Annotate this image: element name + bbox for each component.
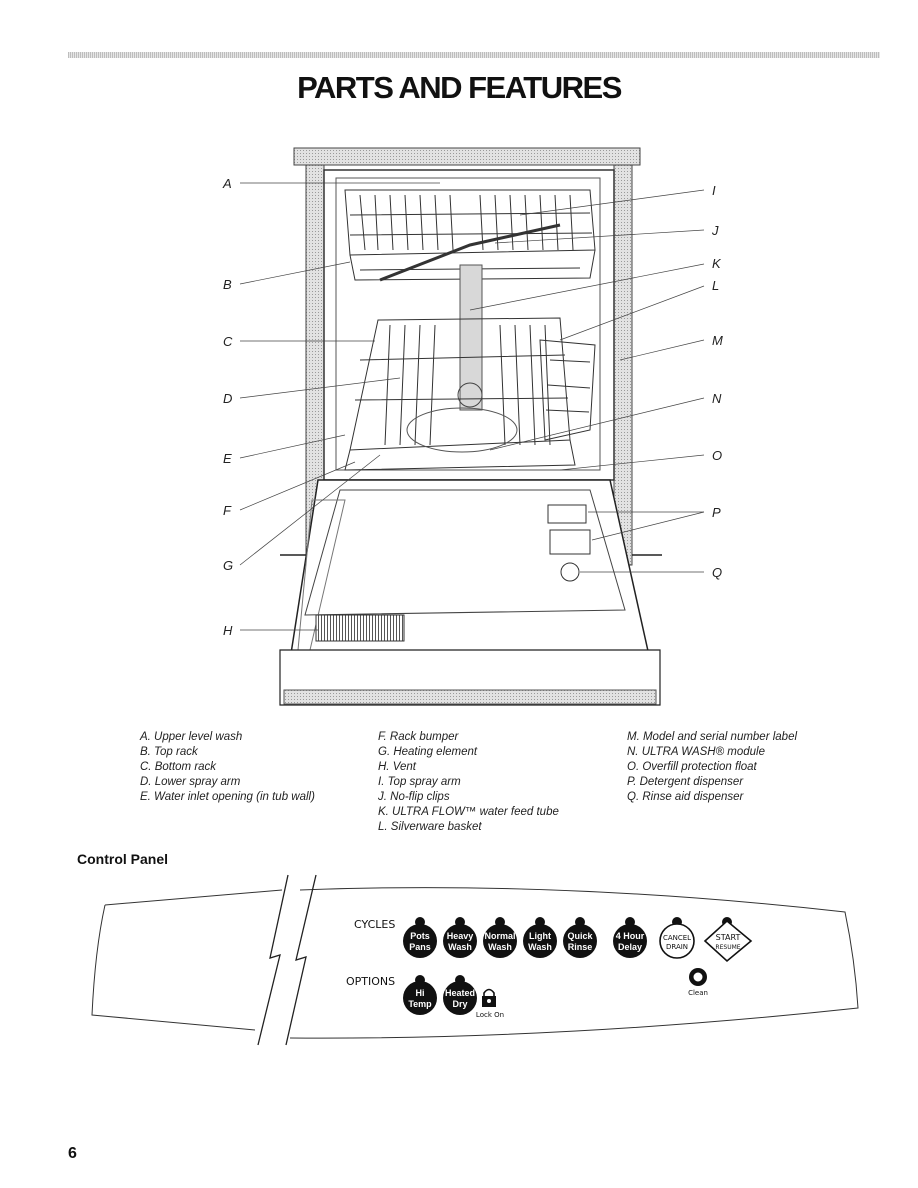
svg-text:RESUME: RESUME — [715, 944, 740, 951]
svg-text:Heavy: Heavy — [447, 931, 474, 941]
part-item: B. Top rack — [140, 746, 198, 758]
svg-text:Wash: Wash — [488, 942, 512, 952]
clean-label: Clean — [688, 989, 708, 997]
svg-text:Pans: Pans — [409, 942, 431, 952]
parts-list-col-1: A. Upper level wash B. Top rack C. Botto… — [140, 730, 315, 805]
callout-c: C — [223, 334, 233, 349]
part-item: A. Upper level wash — [140, 731, 243, 743]
svg-text:4 Hour: 4 Hour — [616, 931, 645, 941]
option-button-hi-temp[interactable]: Hi Temp — [403, 975, 437, 1015]
part-item: C. Bottom rack — [140, 761, 217, 773]
lock-on-label: Lock On — [476, 1011, 504, 1019]
svg-text:Hi: Hi — [416, 988, 425, 998]
callout-n: N — [712, 391, 722, 406]
callout-j: J — [711, 223, 719, 238]
callout-o: O — [712, 448, 722, 463]
cycle-button-light-wash[interactable]: Light Wash — [523, 917, 557, 958]
cycle-button-pots-pans[interactable]: Pots Pans — [403, 917, 437, 958]
svg-text:CANCEL: CANCEL — [663, 934, 691, 942]
part-item: E. Water inlet opening (in tub wall) — [140, 791, 315, 803]
callout-a: A — [222, 176, 232, 191]
svg-text:Temp: Temp — [408, 999, 432, 1009]
callout-i: I — [712, 183, 716, 198]
parts-list-col-3: M. Model and serial number label N. ULTR… — [627, 730, 797, 805]
callout-m: M — [712, 333, 723, 348]
callout-f: F — [223, 503, 232, 518]
svg-text:Normal: Normal — [484, 931, 515, 941]
svg-text:Heated: Heated — [445, 988, 475, 998]
page-title: PARTS AND FEATURES — [297, 70, 622, 105]
parts-list-col-2: F. Rack bumper G. Heating element H. Ven… — [378, 730, 559, 835]
callout-e: E — [223, 451, 232, 466]
control-panel-diagram: CYCLES OPTIONS Pots Pans Heavy Wash Norm… — [91, 874, 859, 1046]
part-item: G. Heating element — [378, 746, 478, 758]
cycle-button-normal-wash[interactable]: Normal Wash — [483, 917, 517, 958]
cycle-button-heavy-wash[interactable]: Heavy Wash — [443, 917, 477, 958]
dishwasher-diagram: A B C D E F G H I J K L M N O P Q — [222, 147, 723, 706]
cycle-button-4-hour-delay[interactable]: 4 Hour Delay — [613, 917, 647, 958]
svg-text:Rinse: Rinse — [568, 942, 593, 952]
callout-q: Q — [712, 565, 722, 580]
callout-d: D — [223, 391, 232, 406]
part-item: N. ULTRA WASH® module — [627, 746, 765, 758]
callout-k: K — [712, 256, 722, 271]
part-item: Q. Rinse aid dispenser — [627, 791, 744, 803]
cycles-label: CYCLES — [354, 918, 395, 931]
cycle-button-quick-rinse[interactable]: Quick Rinse — [563, 917, 597, 958]
part-item: D. Lower spray arm — [140, 776, 241, 788]
top-rule — [68, 52, 880, 58]
option-button-heated-dry[interactable]: Heated Dry — [443, 975, 477, 1015]
svg-text:Wash: Wash — [528, 942, 552, 952]
svg-text:DRAIN: DRAIN — [666, 943, 688, 951]
callout-g: G — [223, 558, 233, 573]
part-item: J. No-flip clips — [378, 791, 450, 803]
options-label: OPTIONS — [346, 975, 395, 988]
part-item: M. Model and serial number label — [627, 731, 798, 743]
svg-text:Light: Light — [529, 931, 551, 941]
callout-p: P — [712, 505, 721, 520]
part-item: O. Overfill protection float — [627, 761, 757, 773]
callout-l: L — [712, 278, 719, 293]
part-item: L. Silverware basket — [378, 821, 482, 833]
svg-text:Pots: Pots — [410, 931, 430, 941]
callout-h: H — [223, 623, 233, 638]
start-resume-button[interactable]: START RESUME — [703, 917, 753, 963]
svg-text:Wash: Wash — [448, 942, 472, 952]
svg-text:Quick: Quick — [567, 931, 593, 941]
part-item: H. Vent — [378, 761, 416, 773]
part-item: P. Detergent dispenser — [627, 776, 744, 788]
svg-text:START: START — [716, 933, 741, 942]
page-number: 6 — [68, 1145, 77, 1162]
clean-indicator-icon — [689, 968, 707, 986]
part-item: F. Rack bumper — [378, 731, 459, 743]
svg-text:Delay: Delay — [618, 942, 642, 952]
part-item: K. ULTRA FLOW™ water feed tube — [378, 806, 559, 818]
callout-b: B — [223, 277, 232, 292]
svg-text:Dry: Dry — [452, 999, 467, 1009]
lock-icon — [482, 988, 496, 1007]
part-item: I. Top spray arm — [378, 776, 461, 788]
control-panel-heading: Control Panel — [77, 851, 169, 867]
cancel-drain-button[interactable]: CANCEL DRAIN — [659, 917, 695, 959]
